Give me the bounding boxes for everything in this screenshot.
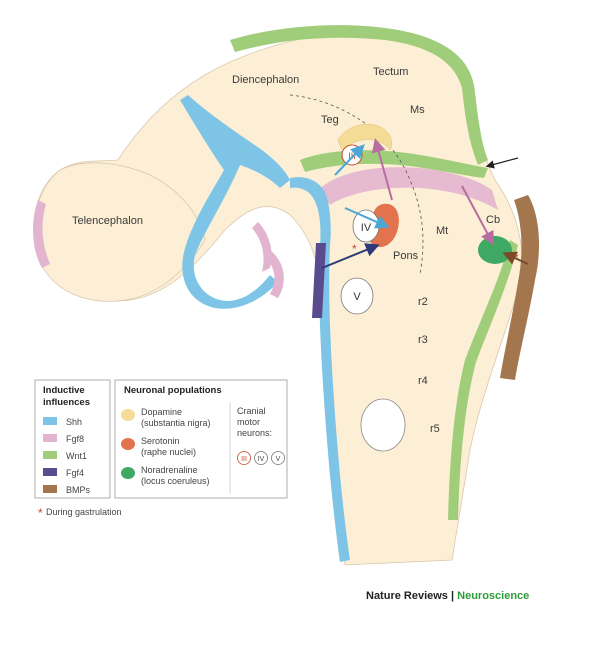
shh-forebrain [180,95,290,309]
label-r2: r2 [418,296,428,308]
publisher-credit: Nature Reviews | Neuroscience [366,590,529,602]
neuronal-swatch-serotonin [121,438,135,450]
neuronal-name-dopamine: Dopamine [141,407,182,417]
cranial-label-3: neurons: [237,428,272,438]
label-tectum: Tectum [373,66,408,78]
credit-journal: Nature Reviews [366,590,448,602]
cranial-label-1: Cranial [237,406,266,416]
inductive-legend-title-1: Inductive [43,385,85,396]
fgf8-forebrain-ventral [252,222,272,272]
label-teg: Teg [321,114,339,126]
wnt1-hindbrain-edge [448,240,518,520]
fgf8-arrow-cb [461,185,494,246]
neuronal-legend-box [114,379,288,499]
inductive-swatch-bmps [43,485,57,493]
label-r3: r3 [418,334,428,346]
cranial-label-2: motor [237,417,260,427]
shh-arrow-teg [334,144,365,176]
inductive-swatch-fgf4 [43,468,57,476]
inductive-swatch-fgf8 [43,434,57,442]
note-text: During gastrulation [46,507,122,517]
fgf4-arrow [321,243,380,269]
neuronal-sub-serotonin: (raphe nuclei) [141,447,196,457]
inductive-swatch-wnt1 [43,451,57,459]
bmps-band [500,195,540,380]
neuronal-swatch-noradrenaline [121,467,135,479]
cranial-symbol-iv-circle [254,451,268,465]
neuronal-sub-dopamine: (substantia nigra) [141,418,211,428]
shh-arrow-serotonin [344,207,390,229]
neuronal-name-serotonin: Serotonin [141,436,180,446]
neuronal-sub-noradrenaline: (locus coeruleus) [141,476,210,486]
label-telencephalon: Telencephalon [72,215,143,227]
credit-section: Neuroscience [457,590,530,602]
nucleus-iv-label: IV [361,222,372,234]
fgf4-bar [312,243,326,318]
neuronal-swatch-dopamine [121,409,135,421]
wnt1-roof-band [230,25,488,165]
cranial-symbol-iii-circle [237,451,251,465]
label-r5: r5 [430,423,440,435]
fgf8-forebrain-lower [264,250,284,298]
inductive-label-fgf8: Fgf8 [66,434,84,444]
gastrulation-star-pons: * [352,242,357,256]
fgf8-telencephalon-left [33,200,50,268]
inductive-label-fgf4: Fgf4 [66,468,84,478]
credit-separator: | [447,590,458,602]
gastrulation-star-cb: * [514,251,519,265]
neuronal-legend-title: Neuronal populations [124,385,222,396]
inductive-label-wnt1: Wnt1 [66,451,87,461]
label-diencephalon: Diencephalon [232,74,299,86]
dopamine-crescent [337,124,392,151]
shh-floor-plate [290,177,350,562]
inductive-legend-title-2: influences [43,397,90,408]
label-cb: Cb [486,214,500,226]
bmps-arrow [502,251,529,265]
nucleus-v-ellipse [340,277,374,315]
r5-oval [360,398,406,452]
inductive-label-bmps: BMPs [66,485,91,495]
fgf8-arrow-teg [371,138,393,201]
cranial-symbol-v: V [276,456,281,463]
nucleus-v-label: V [353,291,361,303]
note-star: * [38,506,43,520]
label-ms: Ms [410,104,425,116]
label-r4: r4 [418,375,428,387]
cranial-symbol-v-circle [271,451,285,465]
inductive-swatch-shh [43,417,57,425]
fgf8-isthmus-band [318,167,498,210]
inductive-label-shh: Shh [66,417,82,427]
label-pons: Pons [393,250,419,262]
cranial-symbol-iv: IV [258,456,265,463]
noradrenaline-nucleus [478,236,512,264]
label-mt: Mt [436,225,448,237]
neuronal-legend-items: Dopamine(substantia nigra) Serotonin(raph… [121,407,211,486]
cranial-symbols: III IV V [237,451,285,465]
isthmus-pointer-arrow [485,157,519,169]
neuronal-name-noradrenaline: Noradrenaline [141,465,198,475]
cranial-symbol-iii: III [241,456,247,463]
